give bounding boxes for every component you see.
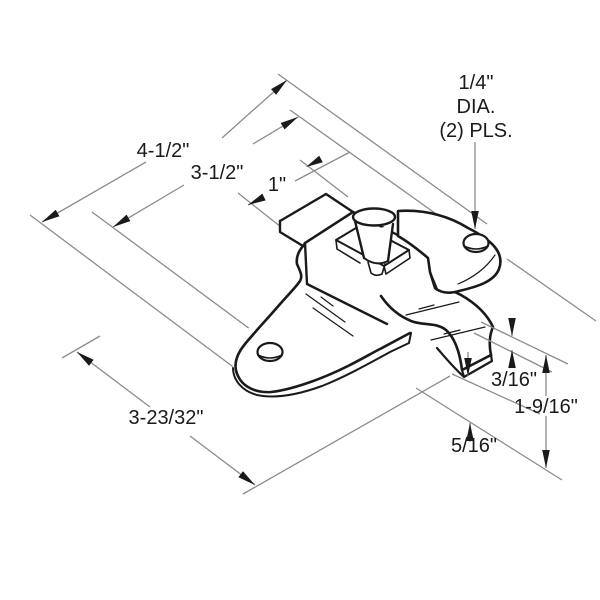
label-depth: 3-23/32" <box>129 407 204 429</box>
label-hole-dia: 1/4" <box>459 72 494 94</box>
label-overall-height: 1-9/16" <box>514 396 578 418</box>
label-hole-dia-2: DIA. <box>457 96 496 118</box>
dimension-labels: 4-1/2" 3-1/2" 1" 1/4" DIA. (2) PLS. 3-23… <box>129 72 578 457</box>
label-tab-width: 1" <box>268 174 286 196</box>
extension-lines <box>29 73 597 373</box>
label-clip-gap: 5/16" <box>451 435 497 457</box>
latch-part <box>232 192 502 398</box>
label-clip-thickness: 3/16" <box>491 369 537 391</box>
overlay-dimensions <box>242 142 569 495</box>
label-hole-places: (2) PLS. <box>439 120 512 142</box>
label-inner-width: 3-1/2" <box>191 162 244 184</box>
label-overall-width: 4-1/2" <box>137 140 190 162</box>
dimension-lines <box>41 79 351 486</box>
